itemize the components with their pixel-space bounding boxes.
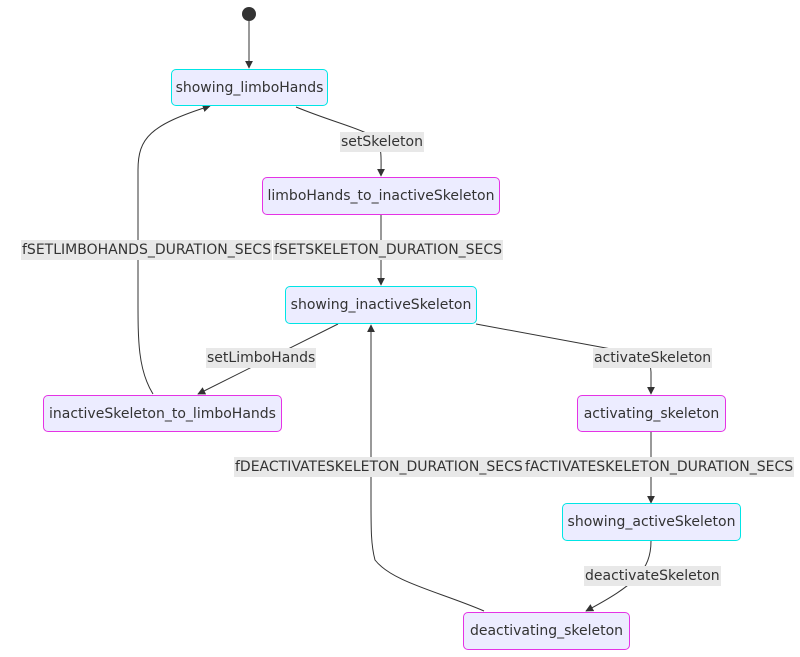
initial-state-dot — [242, 7, 256, 21]
state-label: activating_skeleton — [583, 405, 720, 422]
edge-label-deactivateskeleton: deactivateSkeleton — [584, 566, 721, 586]
edge-label-setskeleton: setSkeleton — [340, 132, 424, 152]
edge-fdeactivateskeleton-duration — [367, 324, 485, 612]
state-limbohands-to-inactiveskeleton[interactable]: limboHands_to_inactiveSkeleton — [262, 177, 500, 215]
state-activating-skeleton[interactable]: activating_skeleton — [577, 395, 726, 432]
state-label: limboHands_to_inactiveSkeleton — [267, 188, 495, 204]
state-showing-activeskeleton[interactable]: showing_activeSkeleton — [562, 503, 741, 541]
state-label: inactiveSkeleton_to_limboHands — [49, 405, 276, 422]
state-showing-limbohands[interactable]: showing_limboHands — [171, 69, 328, 106]
edge-label-setlimbohands: setLimboHands — [206, 348, 317, 368]
state-showing-inactiveskeleton[interactable]: showing_inactiveSkeleton — [285, 286, 477, 324]
edge-label-factivateskeleton-duration: fACTIVATESKELETON_DURATION_SECS — [524, 457, 795, 477]
state-label: showing_limboHands — [175, 79, 324, 96]
state-label: showing_activeSkeleton — [567, 514, 736, 530]
state-label: deactivating_skeleton — [469, 623, 624, 639]
state-inactiveskeleton-to-limbohands[interactable]: inactiveSkeleton_to_limboHands — [43, 395, 282, 432]
state-label: showing_inactiveSkeleton — [290, 297, 472, 313]
edge-label-activateskeleton: activateSkeleton — [593, 348, 713, 368]
edge-label-fsetlimbohands-duration: fSETLIMBOHANDS_DURATION_SECS — [21, 240, 273, 260]
edge-label-fsetskeleton-duration: fSETSKELETON_DURATION_SECS — [273, 240, 504, 260]
edge-label-fdeactivateskeleton-duration: fDEACTIVATESKELETON_DURATION_SECS — [234, 457, 524, 477]
edge-fsetlimbohands-duration — [137, 104, 211, 395]
state-deactivating-skeleton[interactable]: deactivating_skeleton — [463, 612, 630, 650]
